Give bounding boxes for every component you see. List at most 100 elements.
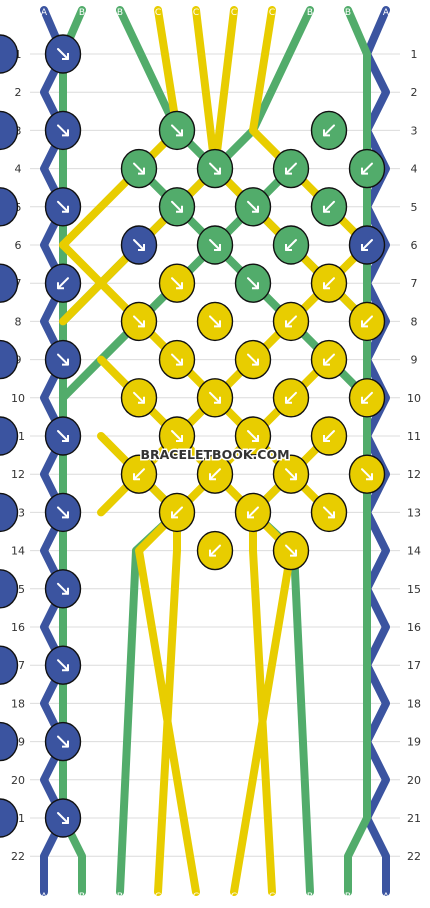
knot-row4-col6	[272, 148, 310, 189]
knot-row7-col0	[44, 263, 82, 303]
strand-right-inner	[344, 6, 371, 896]
strand-label-A: A	[383, 892, 390, 902]
strand-label-C: C	[155, 8, 161, 18]
knot-arrow-icon	[57, 353, 69, 366]
knot-row3-col3	[158, 110, 196, 151]
row-number: 1	[411, 48, 418, 61]
knot-row11-col0	[44, 416, 82, 456]
strand-label-B: B	[117, 8, 123, 18]
knot-circle	[0, 492, 19, 533]
knot-circle	[0, 34, 19, 74]
knot-arrow-icon	[57, 48, 69, 60]
knot-row5-col3	[158, 187, 196, 227]
knot-row13-col5	[234, 492, 272, 533]
knot-row3-col0	[44, 110, 82, 151]
row-number: 8	[15, 315, 22, 328]
knot-row8-col6	[272, 301, 310, 342]
knot-row15-col9	[0, 0, 19, 609]
knot-arrow-icon	[209, 315, 221, 328]
row-number: 17	[407, 659, 421, 672]
knot-row12-col2	[120, 454, 158, 494]
knot-row7-col7	[310, 263, 348, 303]
knot-row10-col8	[348, 378, 386, 418]
knot-row11-col7	[310, 416, 348, 456]
row-number: 4	[411, 163, 418, 176]
knot-arrow-icon	[323, 277, 335, 290]
knot-row5-col5	[234, 187, 272, 227]
knots	[0, 0, 386, 838]
row-number: 8	[411, 315, 418, 328]
knot-arrow-icon	[57, 277, 69, 290]
row-number: 5	[411, 201, 418, 214]
knot-row13-col3	[158, 492, 196, 533]
knot-row17-col9	[0, 0, 19, 685]
row-number: 2	[411, 86, 418, 99]
knot-row5-col7	[310, 187, 348, 227]
strand-label-C: C	[155, 892, 161, 902]
knot-row8-col8	[348, 301, 386, 342]
row-number: 16	[11, 621, 25, 634]
knot-row7-col5	[234, 263, 272, 303]
knot-circle	[0, 798, 19, 838]
row-number: 19	[407, 736, 421, 749]
row-number: 14	[11, 545, 25, 558]
strand-label-B: B	[345, 8, 351, 18]
knot-row9-col5	[234, 339, 272, 380]
knot-arrow-icon	[323, 353, 335, 366]
row-number: 18	[407, 697, 421, 710]
knot-row6-col4	[196, 225, 234, 265]
knot-arrow-icon	[285, 162, 297, 175]
row-number: 10	[11, 392, 25, 405]
knot-arrow-icon	[361, 239, 373, 251]
knot-arrow-icon	[285, 239, 297, 251]
knot-arrow-icon	[361, 162, 373, 175]
knot-row9-col7	[310, 339, 348, 380]
knot-arrow-icon	[171, 277, 183, 290]
strand-label-B: B	[307, 892, 313, 902]
strand-label-A: A	[41, 892, 48, 902]
knot-arrow-icon	[133, 239, 145, 251]
knot-arrow-icon	[209, 162, 221, 175]
knot-row11-col9	[0, 0, 19, 456]
knot-row12-col4	[196, 454, 234, 494]
knot-row13-col7	[310, 492, 348, 533]
row-number: 4	[15, 163, 22, 176]
row-number: 16	[407, 621, 421, 634]
knot-circle	[0, 416, 19, 456]
row-number: 7	[411, 277, 418, 290]
knot-row13-col0	[44, 492, 82, 533]
knot-arrow-icon	[171, 124, 183, 137]
knot-arrow-icon	[171, 430, 183, 442]
row-number: 14	[407, 545, 421, 558]
knot-row19-col0	[44, 721, 82, 762]
row-number: 22	[11, 850, 25, 863]
knot-row10-col4	[196, 378, 234, 418]
knot-row10-col6	[272, 378, 310, 418]
strand-label-A: A	[383, 8, 390, 18]
strand-label-C: C	[269, 892, 275, 902]
row-number: 12	[407, 468, 421, 481]
knot-arrow-icon	[171, 353, 183, 366]
knot-row6-col8	[348, 225, 386, 265]
knot-arrow-icon	[57, 430, 69, 442]
knot-row17-col0	[44, 645, 82, 685]
strand-label-C: C	[269, 8, 275, 18]
knot-row6-col6	[272, 225, 310, 265]
knot-row4-col2	[120, 148, 158, 189]
knot-row11-col5	[234, 416, 272, 456]
knot-row21-col9	[0, 0, 19, 838]
knot-arrow-icon	[209, 239, 221, 251]
knot-arrow-icon	[247, 200, 259, 213]
knot-arrow-icon	[247, 506, 259, 519]
knot-row1-col9	[0, 0, 19, 74]
knot-arrow-icon	[209, 391, 221, 404]
knot-arrow-icon	[323, 124, 335, 137]
strand-label-C: C	[193, 8, 199, 18]
row-number: 18	[11, 697, 25, 710]
knot-row8-col2	[120, 301, 158, 342]
strand-label-B: B	[345, 892, 351, 902]
row-number: 6	[15, 239, 22, 252]
knot-circle	[0, 645, 19, 685]
knot-row3-col9	[0, 0, 19, 151]
